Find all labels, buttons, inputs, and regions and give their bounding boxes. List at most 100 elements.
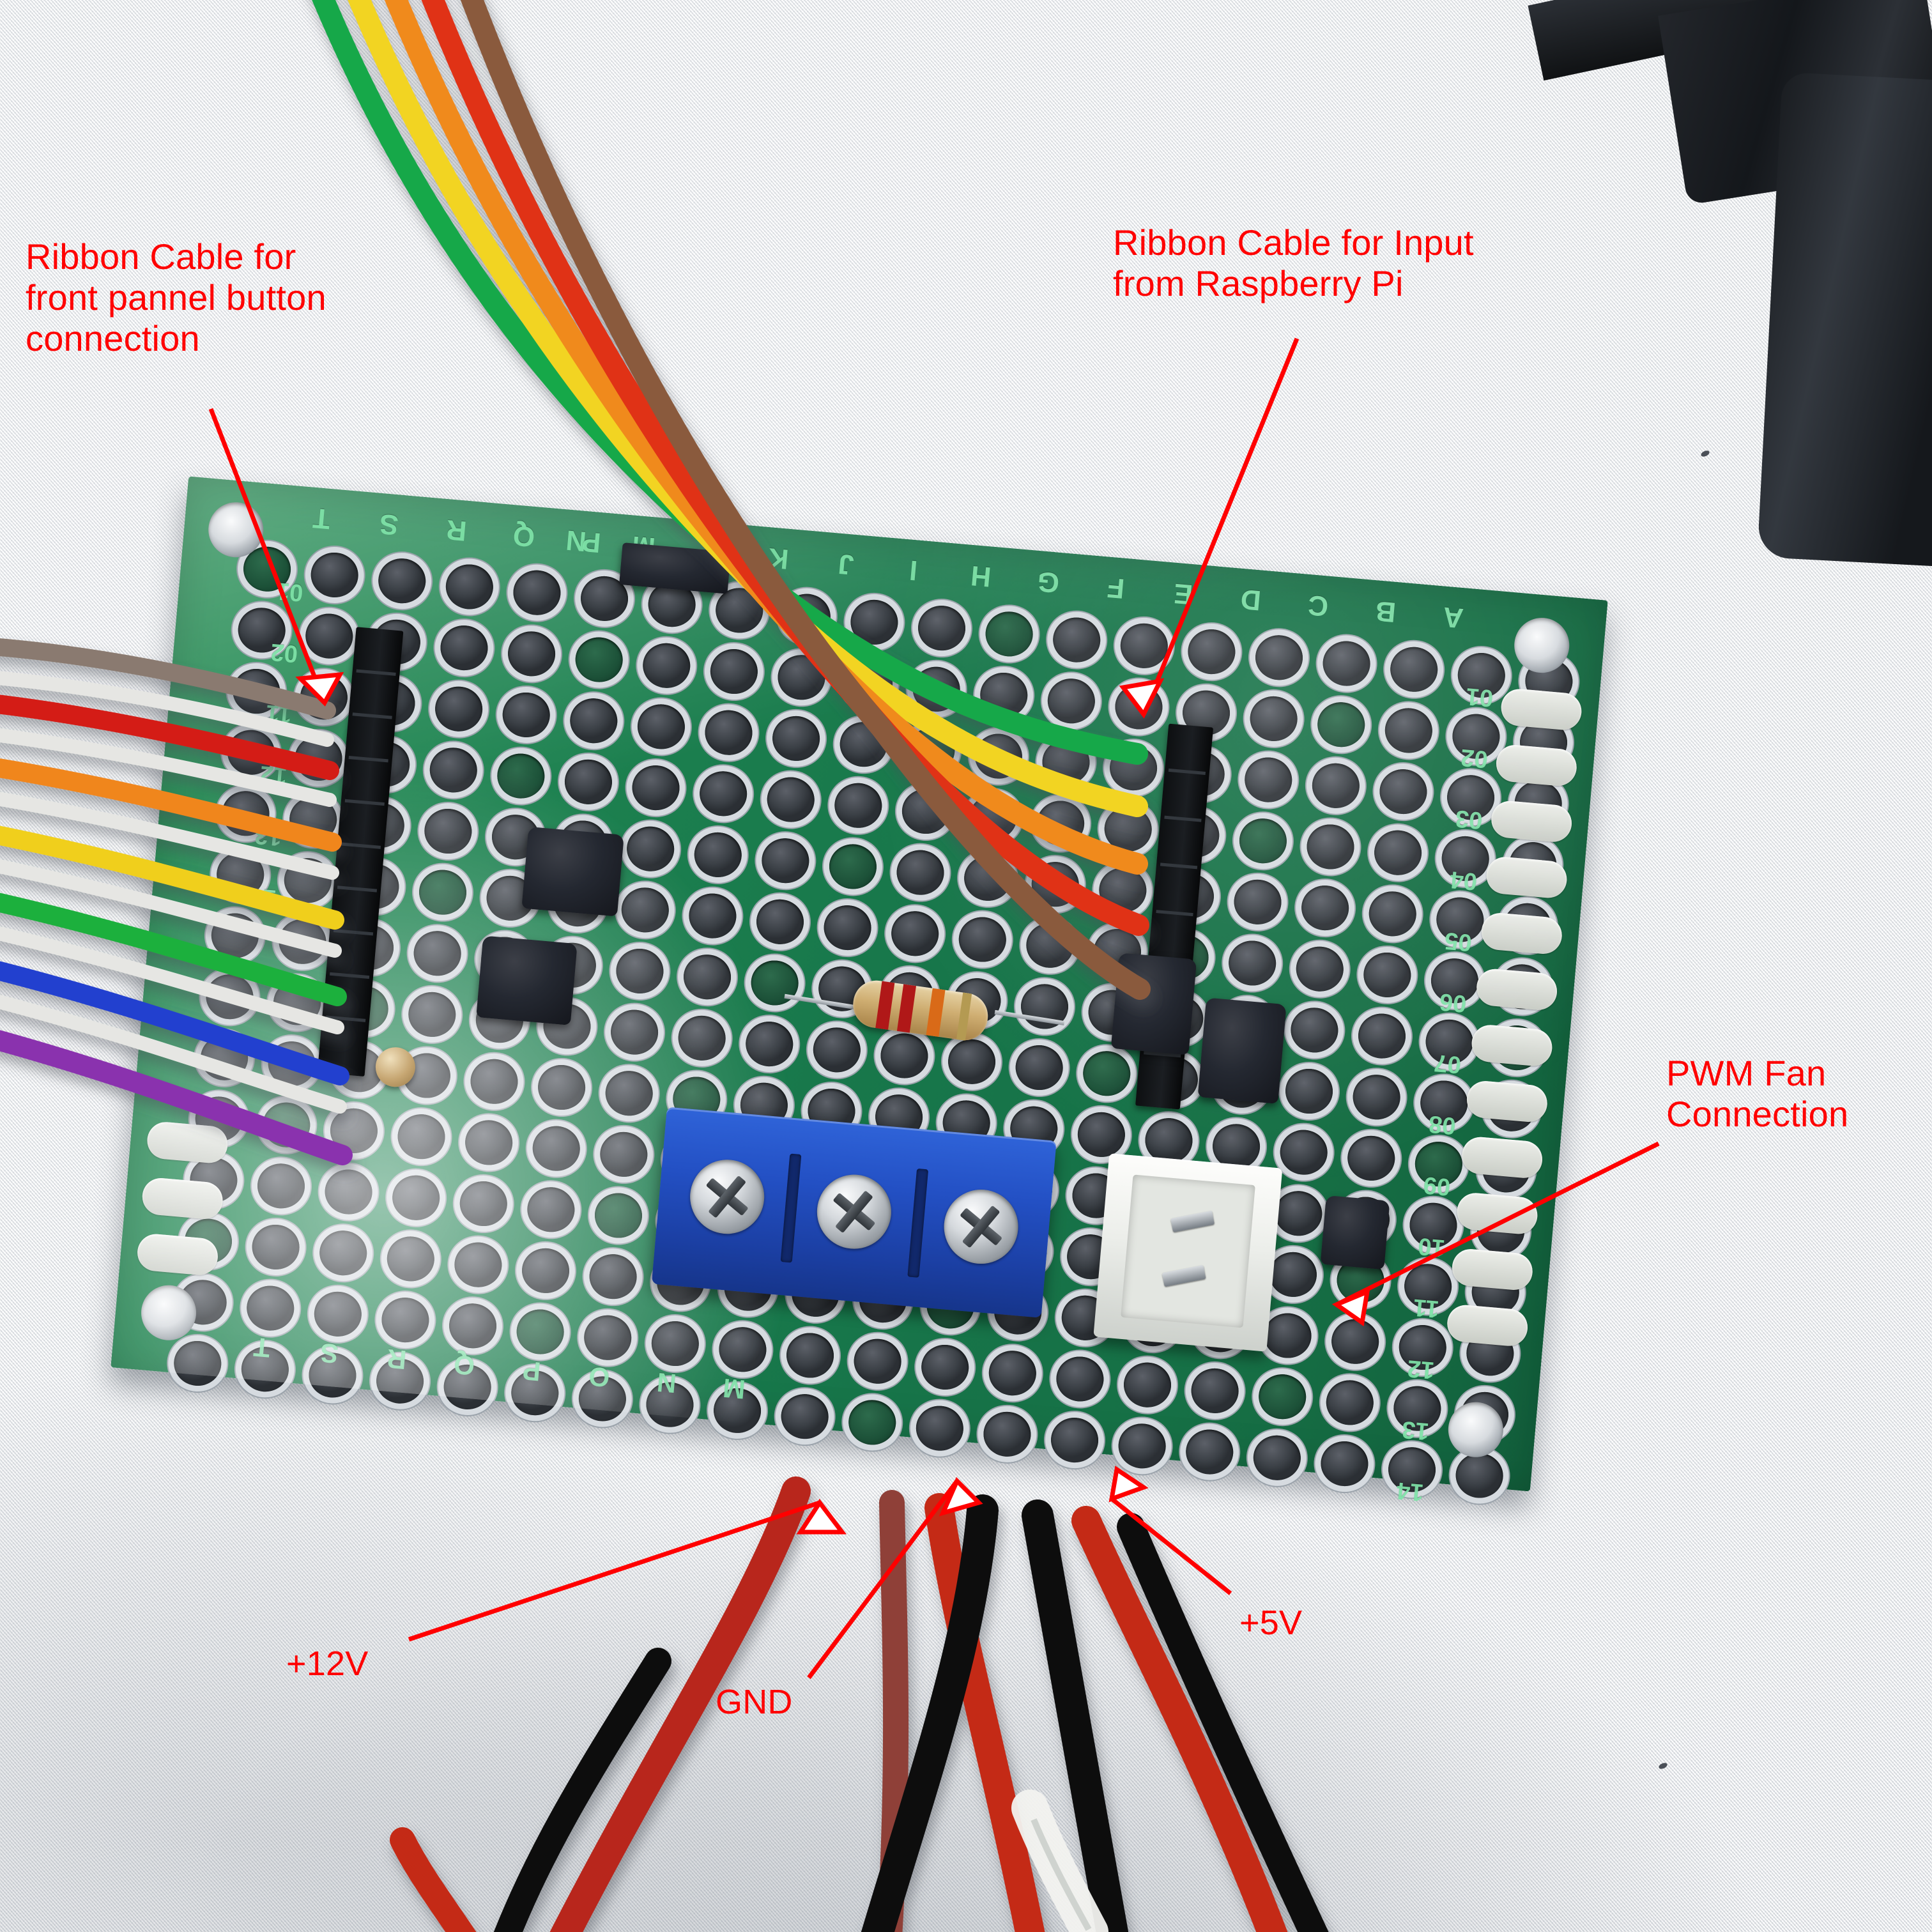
perfboard-hole	[978, 670, 1030, 720]
edge-pad	[1465, 1079, 1549, 1124]
terminal-screw-5v[interactable]	[940, 1186, 1022, 1267]
perfboard-hole	[298, 673, 349, 722]
perfboard-hole	[1453, 1451, 1505, 1500]
perfboard-hole	[1294, 944, 1346, 993]
perfboard-hole	[1321, 639, 1372, 688]
perfboard-hole	[318, 1229, 369, 1278]
perfboard-hole	[1189, 1366, 1241, 1416]
perfboard-hole	[520, 1246, 571, 1296]
perfboard-hole	[630, 763, 682, 813]
perfboard-hole	[417, 868, 468, 917]
perfboard-hole	[878, 1031, 930, 1080]
perfboard-hole	[1372, 828, 1424, 877]
perfboard-hole	[593, 1191, 644, 1240]
perfboard-hole	[433, 684, 485, 733]
perfboard-hole	[1081, 1049, 1133, 1098]
perfboard-hole	[1356, 1011, 1407, 1061]
perfboard-hole	[843, 659, 894, 708]
perfboard-hole	[1116, 1422, 1168, 1471]
perfboard-hole	[328, 1106, 379, 1156]
perfboard-hole	[427, 746, 479, 795]
terminal-screw-gnd[interactable]	[814, 1171, 894, 1252]
perfboard-hole	[1024, 921, 1076, 970]
left-edge-pad-strip	[135, 1120, 229, 1276]
perfboard-hole	[463, 1118, 515, 1167]
silkscreen-label: S	[378, 507, 400, 541]
fan-connector[interactable]	[1093, 1153, 1283, 1352]
perfboard-hole	[822, 903, 873, 953]
perfboard-hole	[827, 842, 878, 891]
perfboard-hole	[956, 915, 1008, 964]
perfboard-hole	[495, 751, 547, 801]
perfboard-hole	[447, 1301, 498, 1351]
silkscreen-label: 14	[1395, 1476, 1425, 1506]
annotation-rpi-input-ribbon: Ribbon Cable for Input from Raspberry Pi	[1113, 222, 1474, 303]
perfboard-hole	[676, 1013, 728, 1062]
perfboard-hole	[1289, 1006, 1340, 1055]
perfboard-hole	[614, 946, 666, 996]
perfboard-hole	[1118, 621, 1170, 670]
edge-pad	[1475, 967, 1559, 1012]
silkscreen-label: 13	[1400, 1415, 1430, 1445]
perfboard-hole	[1040, 737, 1092, 786]
edge-pad	[1455, 1192, 1539, 1236]
perfboard-hole	[468, 1057, 520, 1106]
silkscreen-label: R	[385, 1343, 408, 1376]
transistor-5	[1320, 1195, 1390, 1270]
perfboard-hole	[514, 1307, 566, 1356]
perfboard-hole	[972, 732, 1024, 781]
perfboard-hole	[587, 1252, 639, 1301]
perfboard-hole	[1045, 677, 1097, 726]
perfboard-hole	[457, 1179, 509, 1229]
perfboard-hole	[573, 635, 625, 684]
silkscreen-label: 05	[1443, 926, 1473, 956]
perfboard-hole	[272, 978, 323, 1027]
perfboard-hole	[379, 1295, 431, 1345]
perfboard-hole	[1248, 694, 1300, 744]
perfboard-hole	[603, 1069, 655, 1118]
perfboard-hole	[1054, 1354, 1106, 1404]
perfboard-hole	[770, 714, 822, 763]
perfboard-hole	[204, 972, 256, 1022]
perfboard-hole	[811, 1025, 862, 1075]
perfboard-hole	[914, 1404, 965, 1453]
perfboard-hole	[376, 556, 428, 606]
silkscreen-label: J	[836, 548, 855, 581]
terminal-block[interactable]	[651, 1107, 1057, 1318]
terminal-divider-1	[780, 1153, 802, 1263]
perfboard-hole	[1315, 700, 1367, 749]
perfboard-hole	[755, 897, 806, 946]
terminal-divider-2	[907, 1168, 929, 1278]
perfboard-hole	[894, 848, 946, 897]
perfboard-hole	[687, 891, 739, 940]
silkscreen-label: P	[521, 1355, 542, 1387]
perfboard-hole	[779, 1392, 831, 1441]
perfboard-hole	[744, 1020, 795, 1069]
perfboard-hole	[250, 1222, 302, 1272]
silkscreen-label: 02	[1459, 743, 1489, 773]
perfboard-hole	[1108, 744, 1159, 793]
perfboard-hole	[1113, 682, 1165, 732]
silkscreen-label: 02	[270, 638, 299, 668]
perfboard-hole	[1097, 866, 1149, 915]
perfboard-hole	[536, 1062, 588, 1112]
perfboard-hole	[1351, 1073, 1402, 1122]
perfboard-hole	[785, 1331, 836, 1380]
perfboard-hole	[568, 696, 620, 746]
perfboard-hole	[848, 597, 900, 647]
perfboard-hole	[900, 786, 951, 836]
terminal-screw-12v[interactable]	[687, 1156, 768, 1238]
silkscreen-label: T	[252, 1331, 272, 1363]
silkscreen-label: F	[1106, 571, 1126, 604]
perfboard-hole	[635, 702, 687, 751]
perfboard-hole	[609, 1008, 660, 1057]
perfboard-hole	[708, 647, 760, 696]
perfboard-hole	[1051, 615, 1103, 664]
transistor-3	[1110, 953, 1197, 1055]
perfboard-hole	[1383, 706, 1434, 755]
perfboard-hole	[266, 1039, 318, 1089]
perfboard-hole	[983, 610, 1035, 659]
perfboard-hole	[962, 854, 1014, 903]
perfboard-hole	[889, 909, 941, 958]
